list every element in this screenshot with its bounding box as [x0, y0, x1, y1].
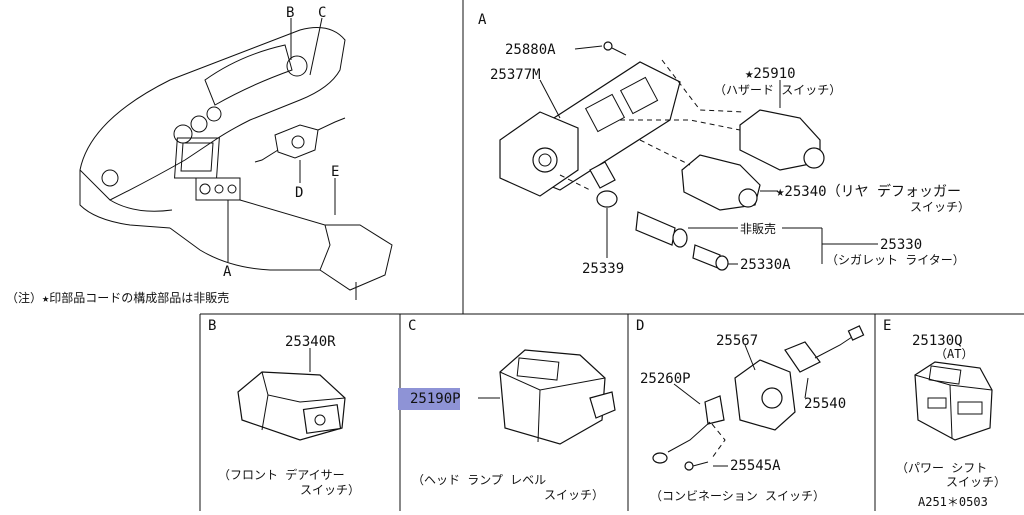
label-25910-desc: （ハザード スイッチ） — [714, 83, 841, 97]
panel-e-letter: E — [883, 318, 891, 334]
panel-d-labels: 25567 25260P 25540 25545A （コンビネーション スイッチ… — [640, 333, 846, 503]
panel-d-drawing — [652, 325, 865, 471]
label-25540: 25540 — [804, 396, 846, 412]
panel-a-letter: A — [478, 12, 487, 28]
label-25910: ★25910 — [745, 66, 796, 82]
overview-label-d: D — [295, 185, 303, 201]
panel-c-drawing — [478, 349, 616, 445]
panel-b-desc-1: （フロント デアイサー — [218, 467, 345, 482]
panel-b-letter: B — [208, 318, 216, 334]
dashboard-overview-drawing — [79, 17, 393, 300]
label-25339: 25339 — [582, 261, 624, 277]
panel-a-drawing — [499, 41, 878, 271]
panel-c-letter: C — [408, 318, 416, 334]
panel-a-labels: 25880A 25377M ★25910 （ハザード スイッチ） ★25340（… — [490, 42, 970, 277]
label-25130q-sub: （AT） — [935, 347, 973, 361]
label-25330-desc: （シガレット ライター） — [826, 253, 965, 267]
panel-e-desc-2: スイッチ） — [946, 475, 1006, 489]
panel-c-desc-1: （ヘッド ランプ レベル — [412, 473, 546, 487]
overview-label-b: B — [286, 5, 294, 21]
label-25377m: 25377M — [490, 67, 541, 83]
label-hihanbai: 非販売 — [740, 221, 776, 236]
panel-e-desc-1: （パワー シフト — [896, 461, 987, 475]
overview-label-e: E — [331, 164, 339, 180]
panel-b-drawing — [237, 348, 346, 441]
label-25340r: 25340R — [285, 334, 336, 350]
panel-c-desc-2: スイッチ） — [544, 488, 604, 502]
label-25330a: 25330A — [740, 257, 791, 273]
label-25545a: 25545A — [730, 458, 781, 474]
highlight-25190p — [398, 388, 460, 410]
note-text: （注）★印部品コードの構成部品は非販売 — [6, 290, 229, 305]
label-25260p: 25260P — [640, 371, 691, 387]
overview-labels: B C D E A — [223, 5, 339, 280]
overview-label-a: A — [223, 264, 232, 280]
panel-d-letter: D — [636, 318, 644, 334]
panel-b-desc-2: スイッチ） — [300, 483, 360, 497]
panel-d-desc: （コンビネーション スイッチ） — [650, 489, 825, 503]
label-25880a: 25880A — [505, 42, 556, 58]
label-25567: 25567 — [716, 333, 758, 349]
panel-borders — [199, 0, 1024, 511]
label-25340-desc: スイッチ） — [910, 200, 970, 214]
overview-label-c: C — [318, 5, 326, 21]
label-25340: ★25340（リヤ デフォッガー — [776, 183, 961, 200]
label-25130q: 25130Q — [912, 333, 963, 349]
panel-e-drawing — [914, 361, 993, 441]
label-25330: 25330 — [880, 237, 922, 253]
label-25190p[interactable]: 25190P — [410, 391, 461, 407]
diagram-code: A251＊0503 — [918, 495, 988, 509]
